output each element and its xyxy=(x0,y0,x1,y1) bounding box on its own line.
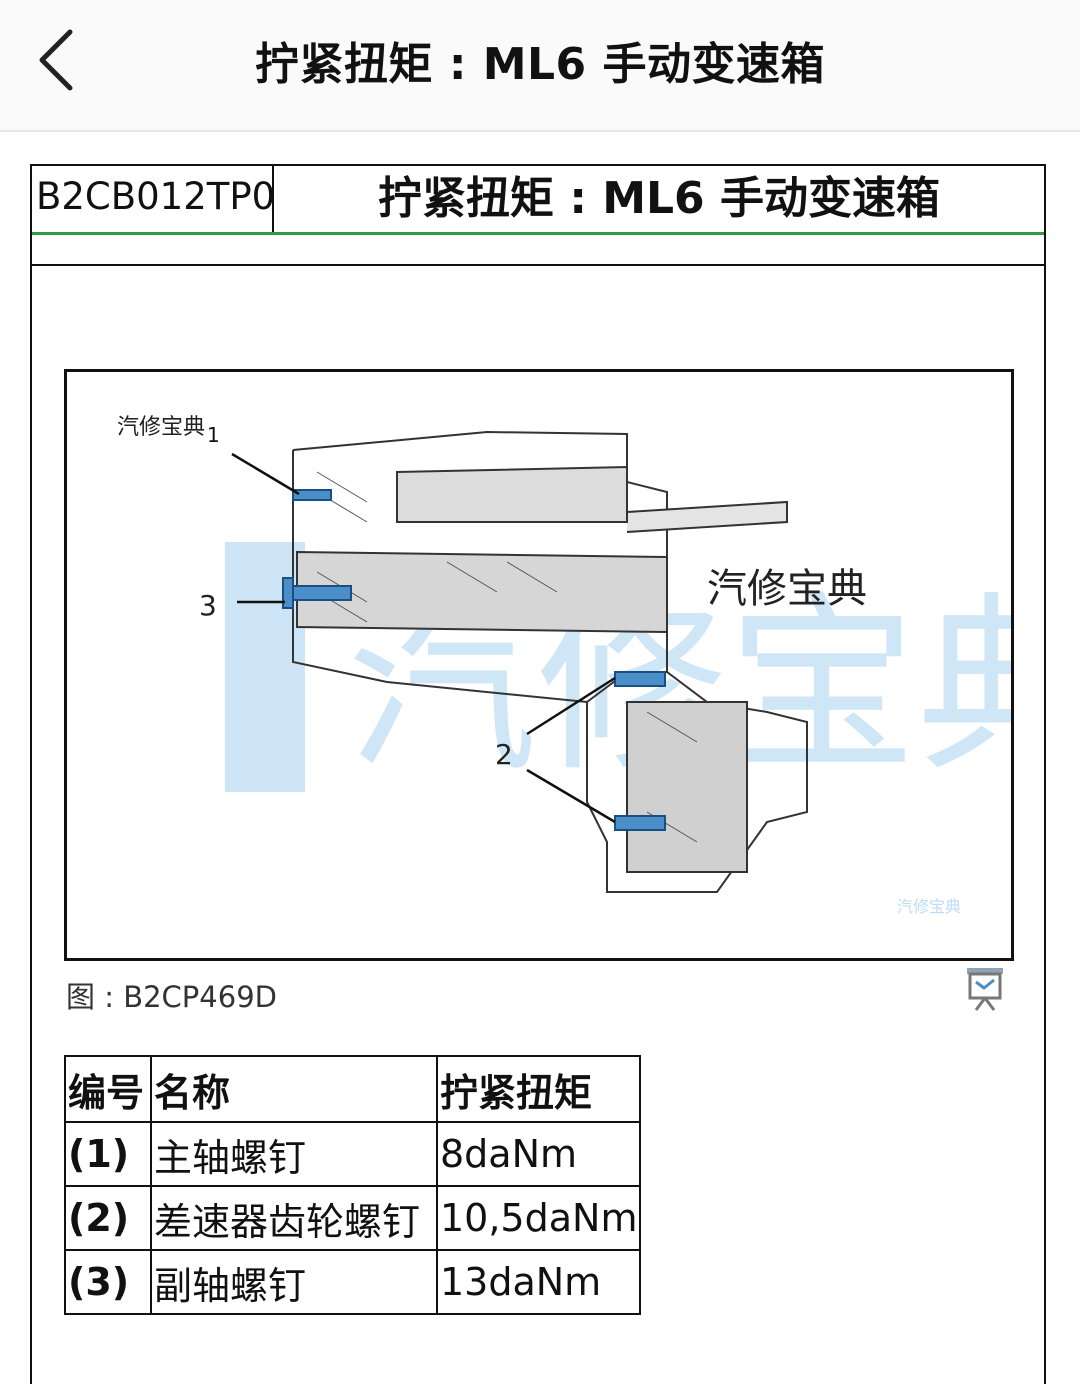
printed-watermark: 汽修宝典 xyxy=(707,566,867,612)
leader-lines xyxy=(231,452,616,824)
page-title: 拧紧扭矩 : ML6 手动变速箱 xyxy=(255,39,825,90)
bolt-3-head xyxy=(282,577,294,609)
column-header-torque: 拧紧扭矩 xyxy=(435,1055,642,1123)
bolt-1-mainshaft xyxy=(292,489,332,501)
row-name: 副轴螺钉 xyxy=(150,1249,438,1315)
column-header-number: 编号 xyxy=(64,1055,152,1123)
document-frame: B2CB012TP0 拧紧扭矩 : ML6 手动变速箱 xyxy=(30,164,1046,1384)
row-number: (3) xyxy=(64,1249,152,1315)
document-header: B2CB012TP0 拧紧扭矩 : ML6 手动变速箱 xyxy=(32,166,1044,234)
presentation-icon xyxy=(967,968,1003,1011)
row-torque: 10,5daNm xyxy=(435,1185,642,1251)
bolt-2-lower xyxy=(614,815,666,831)
document-title: 拧紧扭矩 : ML6 手动变速箱 xyxy=(378,173,940,224)
header-divider-band xyxy=(32,232,1044,266)
bolt-2-upper xyxy=(614,671,666,687)
table-row: (2) 差速器齿轮螺钉 10,5daNm xyxy=(64,1185,642,1251)
bolt-3-countershaft xyxy=(288,585,352,601)
row-number: (2) xyxy=(64,1185,152,1251)
fullscreen-figure-button[interactable] xyxy=(964,966,1006,1014)
callout-label-3: 3 xyxy=(199,589,217,622)
table-header-row: 编号 名称 拧紧扭矩 xyxy=(64,1055,642,1123)
gearbox-figure[interactable]: 汽修宝典 汽修宝典 汽修宝典 xyxy=(64,369,1014,961)
row-torque: 8daNm xyxy=(435,1121,642,1187)
callout-label-2: 2 xyxy=(495,738,513,771)
figure-caption: 图 : B2CP469D xyxy=(66,980,277,1014)
callout-label-1: 1 xyxy=(207,423,220,447)
torque-table: 编号 名称 拧紧扭矩 (1) 主轴螺钉 8daNm (2) 差速器齿轮螺钉 10… xyxy=(64,1055,642,1315)
row-torque: 13daNm xyxy=(435,1249,642,1315)
app-bar: 拧紧扭矩 : ML6 手动变速箱 xyxy=(0,0,1080,132)
back-button[interactable] xyxy=(22,22,92,98)
row-number: (1) xyxy=(64,1121,152,1187)
column-header-name: 名称 xyxy=(150,1055,438,1123)
table-row: (1) 主轴螺钉 8daNm xyxy=(64,1121,642,1187)
row-name: 主轴螺钉 xyxy=(150,1121,438,1187)
chevron-left-icon xyxy=(39,29,73,91)
gearbox-cross-section-drawing: 汽修宝典 汽修宝典 汽修宝典 xyxy=(117,415,1011,916)
corner-watermark: 汽修宝典 xyxy=(897,897,961,916)
document-code: B2CB012TP0 xyxy=(32,166,274,232)
row-name: 差速器齿轮螺钉 xyxy=(150,1185,438,1251)
handwritten-watermark: 汽修宝典 xyxy=(117,415,205,440)
table-row: (3) 副轴螺钉 13daNm xyxy=(64,1249,642,1315)
